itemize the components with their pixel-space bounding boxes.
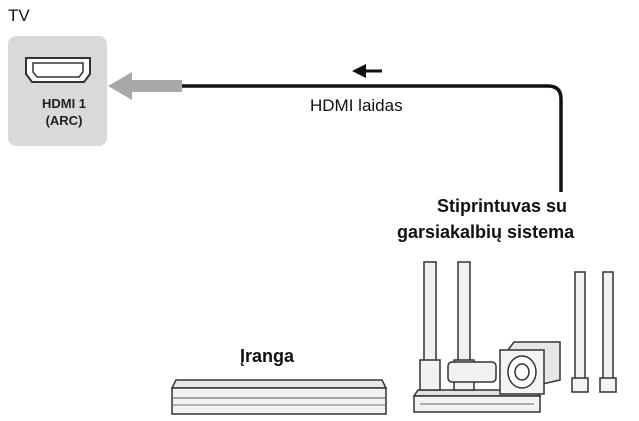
hdmi-port-label: HDMI 1	[41, 96, 87, 111]
device-icon	[170, 379, 388, 415]
direction-arrow-icon	[352, 64, 382, 78]
amplifier-label-line1: Stiprintuvas su	[437, 196, 568, 216]
hdmi-cable-line	[182, 84, 563, 192]
tv-port-panel	[8, 36, 107, 146]
device-label: Įranga	[240, 346, 295, 366]
tv-label: TV	[8, 6, 30, 25]
hdmi-port-icon	[25, 57, 91, 83]
hdmi-port-arc-label: (ARC)	[45, 113, 83, 128]
hdmi-plug-arrow	[108, 72, 182, 100]
speaker-system-icon	[412, 261, 617, 413]
cable-label: HDMI laidas	[310, 96, 403, 115]
amplifier-label-line2: garsiakalbių sistema	[397, 222, 575, 242]
